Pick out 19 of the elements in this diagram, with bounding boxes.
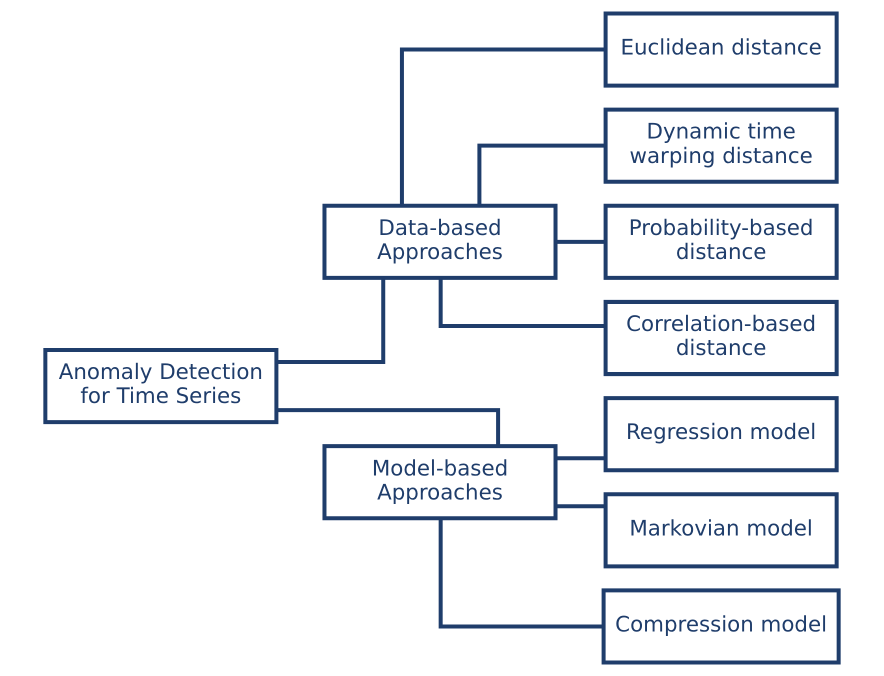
connector: [556, 456, 606, 460]
node-box: Euclidean distance: [604, 11, 839, 88]
node-box: Compression model: [602, 588, 841, 665]
connector: [276, 408, 500, 446]
node-box: Model-based Approaches: [322, 444, 558, 520]
connector: [556, 240, 606, 244]
node-box: Probability-based distance: [604, 204, 839, 280]
connector: [438, 518, 604, 628]
connector: [276, 278, 386, 364]
node-box: Dynamic time warping distance: [604, 108, 839, 184]
connector: [400, 48, 606, 206]
node-box: Correlation-based distance: [604, 300, 839, 376]
node-box: Markovian model: [604, 492, 839, 568]
connector: [477, 144, 606, 206]
node-box: Data-based Approaches: [322, 204, 558, 280]
connector: [438, 278, 606, 328]
connector: [556, 504, 606, 508]
node-box: Anomaly Detection for Time Series: [43, 348, 278, 424]
node-box: Regression model: [604, 396, 839, 472]
